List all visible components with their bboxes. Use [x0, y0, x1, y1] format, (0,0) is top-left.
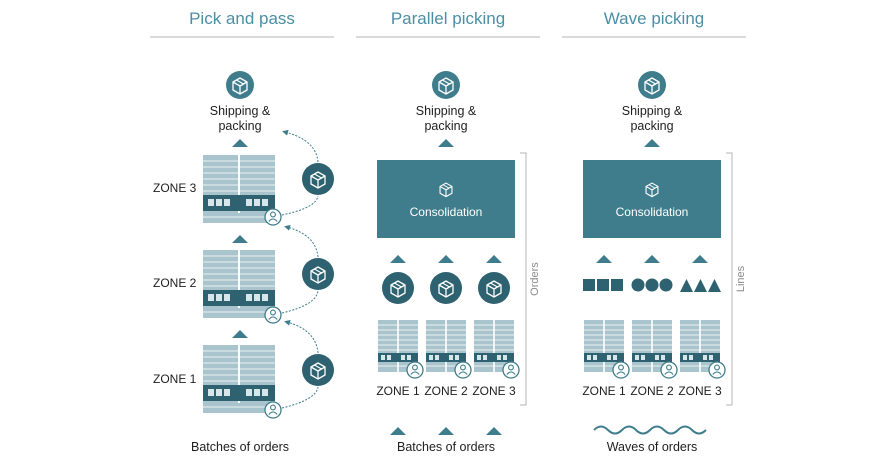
shipping-icon [432, 71, 460, 99]
tote-icon [302, 258, 334, 290]
column-parallel-picking: Parallel picking Shipping & packing Cons… [356, 9, 541, 454]
picker-icon [264, 401, 282, 419]
arrow-up-icon [692, 255, 708, 263]
orders-bracket [520, 152, 527, 406]
zone-label: ZONE 1 [582, 384, 626, 398]
wave-icon [593, 425, 707, 435]
order-tote-icon [382, 272, 414, 304]
arrow-up-icon [596, 255, 612, 263]
shipping-label-line1: Shipping & [210, 104, 271, 118]
column-title: Pick and pass [189, 9, 295, 28]
shipping-label-line2: packing [218, 119, 261, 133]
zone-label: ZONE 2 [630, 384, 674, 398]
arrow-up-icon [438, 255, 454, 263]
arrow-up-icon [232, 235, 248, 243]
square-lines-icon [583, 279, 623, 291]
shipping-label-line2: packing [424, 119, 467, 133]
curved-arrow-icon [281, 129, 319, 409]
tote-icon [302, 163, 334, 195]
consolidation-box [583, 160, 721, 238]
shipping-label-line2: packing [630, 119, 673, 133]
arrow-up-icon [390, 427, 406, 435]
picker-icon [264, 306, 282, 324]
column-title: Wave picking [604, 9, 704, 28]
footer-label: Batches of orders [191, 440, 289, 454]
arrow-up-icon [390, 255, 406, 263]
order-tote-icon [430, 272, 462, 304]
picker-icon [612, 361, 630, 379]
zone-label: ZONE 3 [678, 384, 722, 398]
order-tote-icon [478, 272, 510, 304]
consolidation-box [377, 160, 515, 238]
consolidation-label: Consolidation [616, 205, 689, 219]
picker-icon [708, 361, 726, 379]
arrow-up-icon [232, 330, 248, 338]
side-label: Orders [529, 262, 541, 296]
arrow-up-icon [438, 427, 454, 435]
arrow-up-icon [232, 139, 248, 147]
picker-icon [454, 361, 472, 379]
picker-icon [502, 361, 520, 379]
shipping-label-line1: Shipping & [622, 104, 683, 118]
arrow-up-icon [644, 255, 660, 263]
circle-lines-icon [631, 278, 673, 292]
zone-label: ZONE 3 [472, 384, 516, 398]
zone-label: ZONE 1 [153, 372, 197, 386]
picker-icon [406, 361, 424, 379]
rack-zone2 [202, 249, 276, 319]
shipping-icon [638, 71, 666, 99]
zone-label: ZONE 1 [376, 384, 420, 398]
footer-label: Waves of orders [607, 440, 698, 454]
lines-bracket [726, 152, 733, 406]
rack-zone1 [202, 344, 276, 414]
column-wave-picking: Wave picking Shipping & packing Consolid… [562, 9, 747, 454]
tote-icon [302, 354, 334, 386]
column-title: Parallel picking [391, 9, 505, 28]
triangle-lines-icon [680, 279, 721, 292]
footer-label: Batches of orders [397, 440, 495, 454]
side-label: Lines [735, 265, 747, 292]
arrow-up-icon [486, 255, 502, 263]
column-pick-and-pass: Pick and pass Shipping & packing ZONE 3 … [150, 9, 334, 454]
zone-label: ZONE 2 [424, 384, 468, 398]
zone-label: ZONE 2 [153, 276, 197, 290]
consolidation-label: Consolidation [410, 205, 483, 219]
arrow-up-icon [644, 139, 660, 147]
picker-icon [660, 361, 678, 379]
arrow-up-icon [486, 427, 502, 435]
shipping-label-line1: Shipping & [416, 104, 477, 118]
arrow-up-icon [438, 139, 454, 147]
shipping-icon [226, 71, 254, 99]
zone-label: ZONE 3 [153, 181, 197, 195]
rack-zone3 [202, 154, 276, 224]
picker-icon [264, 208, 282, 226]
